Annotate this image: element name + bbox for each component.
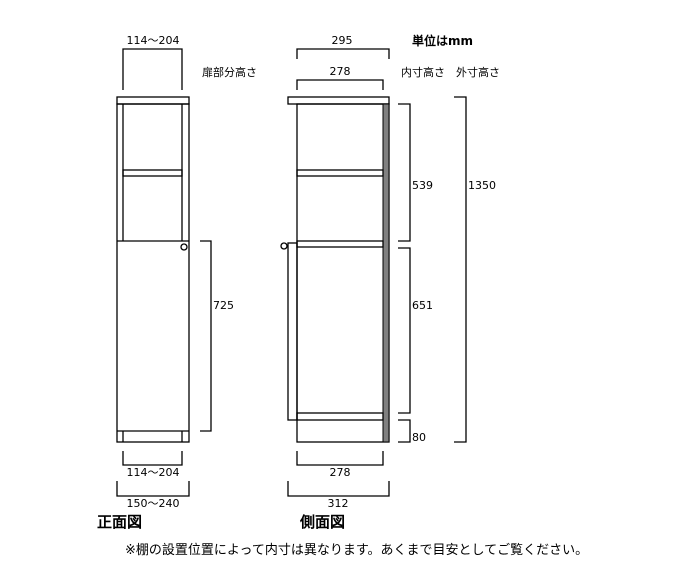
front-bottom-inner-bracket: [122, 451, 183, 466]
total-height-label: 1350: [468, 179, 496, 192]
side-bottom-outer-bracket: [287, 481, 390, 497]
inner-height-heading: 内寸高さ: [401, 65, 445, 79]
front-view-title: 正面図: [97, 513, 142, 531]
front-bottom-outer-label: 150～240: [127, 497, 180, 510]
side-view: 295 278 単位はmm 内寸高さ 外寸高さ 539 651 80 1350 …: [280, 33, 500, 531]
side-door: [287, 242, 298, 421]
front-bottom-inner-label: 114～204: [127, 466, 180, 479]
side-bottom-shelf: [296, 412, 384, 421]
door-height-bracket: [200, 240, 212, 432]
side-top-outer-bracket: [296, 48, 390, 59]
side-top-board: [287, 96, 390, 105]
door-height-label: 725: [213, 299, 234, 312]
upper-height-label: 539: [412, 179, 433, 192]
side-top-inner-label: 278: [330, 65, 351, 78]
door-knob-icon: [180, 243, 188, 251]
upper-height-bracket: [398, 103, 411, 242]
door-height-heading: 扉部分高さ: [202, 65, 257, 79]
total-height-bracket: [454, 96, 467, 443]
side-body: [296, 103, 390, 443]
lower-height-label: 651: [412, 299, 433, 312]
side-top-inner-bracket: [296, 79, 384, 90]
front-top-width-label: 114～204: [127, 34, 180, 47]
front-top-board: [116, 96, 190, 105]
side-upper-shelf: [296, 169, 384, 177]
unit-label: 単位はmm: [412, 33, 473, 48]
side-bottom-inner-bracket: [296, 451, 384, 466]
front-view: 114～204 扉部分高さ 725 114～204 150～240 正面図: [97, 34, 257, 531]
front-shelf: [122, 169, 183, 177]
front-bottom-outer-bracket: [116, 481, 190, 497]
front-body: [116, 103, 190, 443]
back-panel: [382, 103, 390, 443]
lower-height-bracket: [398, 247, 411, 414]
plinth-height-bracket: [398, 419, 411, 443]
side-bottom-outer-label: 312: [328, 497, 349, 510]
door-knob-icon: [280, 242, 288, 250]
disclaimer-note: ※棚の設置位置によって内寸は異なります。あくまで目安としてご覧ください。: [125, 542, 588, 558]
front-top-width-bracket: [122, 48, 183, 90]
side-bottom-inner-label: 278: [330, 466, 351, 479]
side-top-outer-label: 295: [332, 34, 353, 47]
side-view-title: 側面図: [299, 513, 345, 531]
side-middle-shelf: [296, 240, 384, 248]
outer-height-heading: 外寸高さ: [456, 65, 500, 79]
plinth-height-label: 80: [412, 431, 426, 444]
